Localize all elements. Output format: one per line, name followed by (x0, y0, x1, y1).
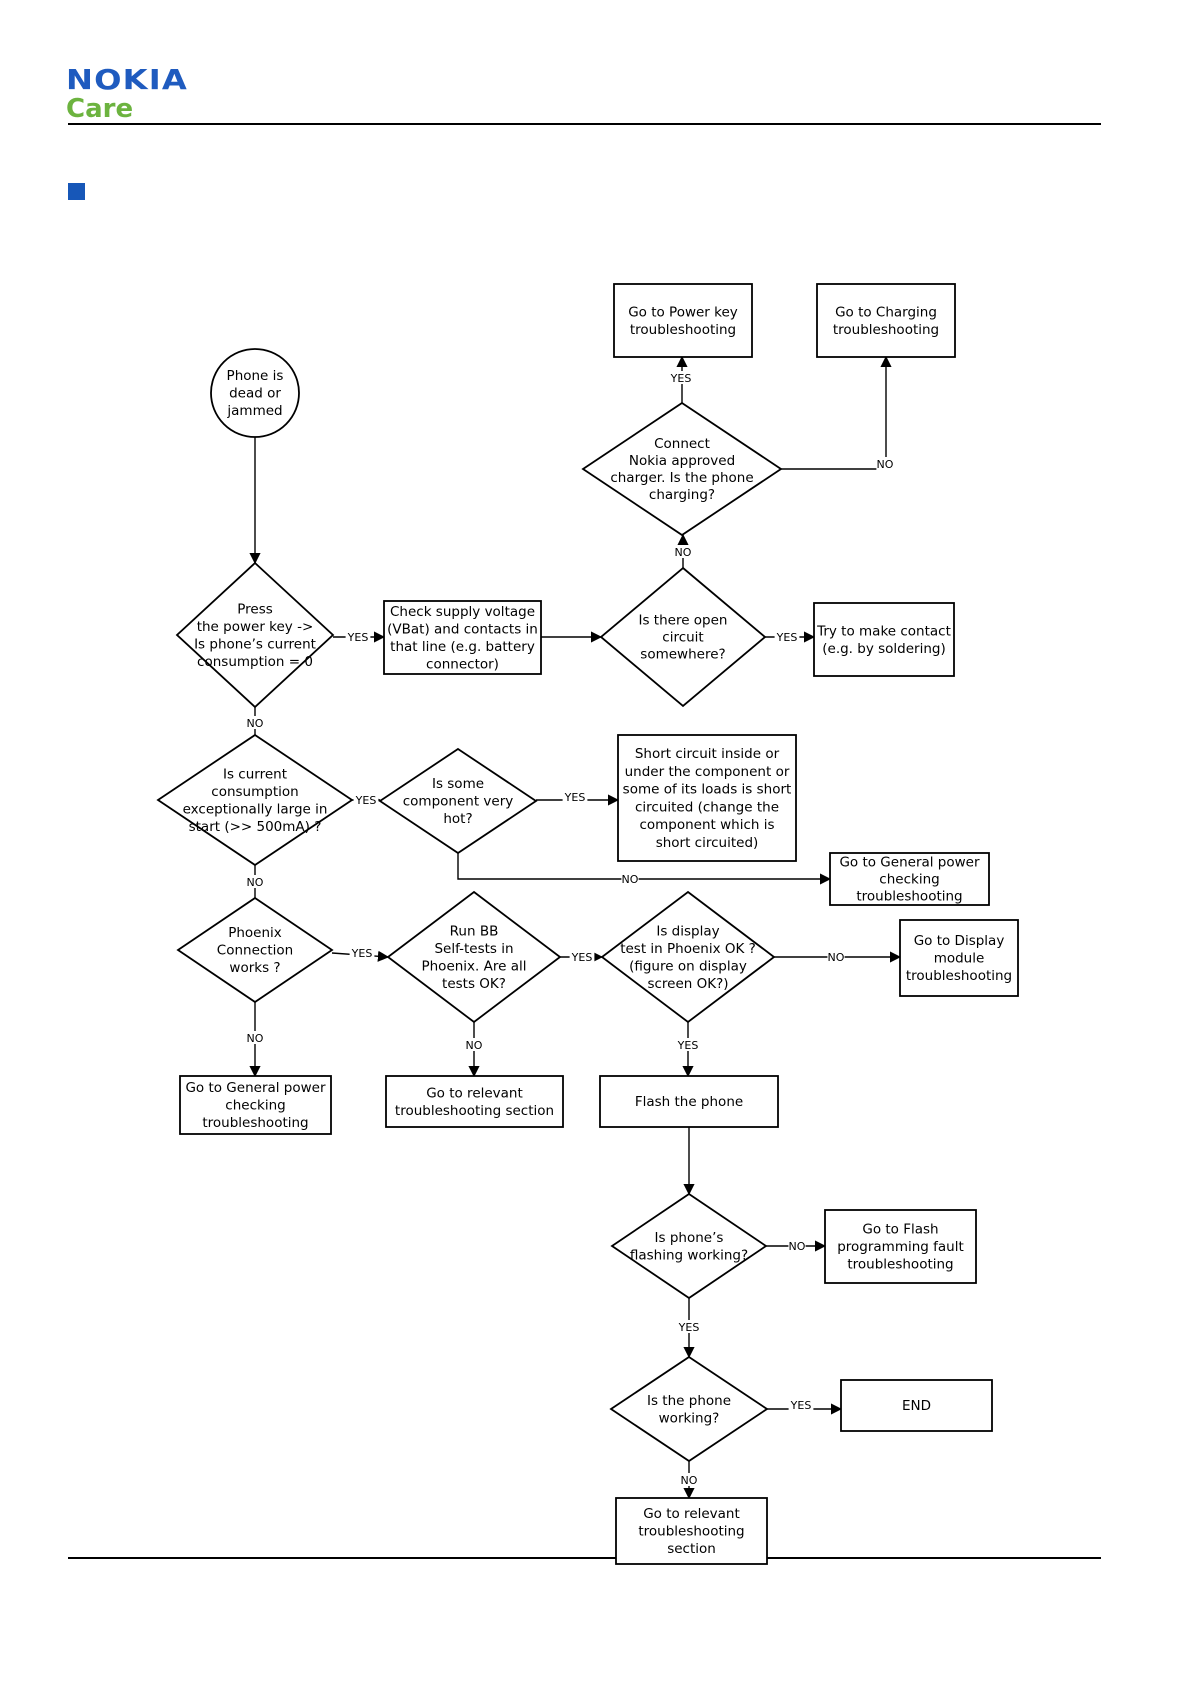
footer-rule (68, 1557, 1101, 1559)
svg-text:YES: YES (670, 372, 692, 385)
check-supply-box: Check supply voltage(VBat) and contacts … (383, 600, 542, 675)
svg-text:YES: YES (351, 947, 373, 960)
svg-text:YES: YES (355, 794, 377, 807)
flash-label: Flash the phone (635, 1094, 743, 1110)
svg-text:YES: YES (790, 1399, 812, 1412)
no-label-power-key: NO (246, 716, 264, 730)
svg-text:NO: NO (877, 458, 894, 471)
yes-label-power-key: YES (345, 630, 371, 644)
svg-text:NO: NO (247, 1032, 264, 1045)
end-box: END (840, 1379, 993, 1432)
make-contact-label: Try to make contact(e.g. by soldering) (816, 623, 951, 657)
make-contact-box: Try to make contact(e.g. by soldering) (813, 602, 955, 677)
no-label-large-current: NO (246, 875, 264, 889)
yes-label-hot: YES (562, 790, 588, 804)
svg-text:YES: YES (564, 791, 586, 804)
svg-text:YES: YES (677, 1039, 699, 1052)
svg-text:NO: NO (828, 951, 845, 964)
svg-text:YES: YES (776, 631, 798, 644)
yes-label-selftests: YES (569, 950, 595, 964)
yes-label-phone-working: YES (788, 1398, 814, 1412)
svg-text:NO: NO (247, 717, 264, 730)
svg-text:YES: YES (347, 631, 369, 644)
svg-text:NO: NO (675, 546, 692, 559)
svg-text:NO: NO (622, 873, 639, 886)
no-label-flashing-working: NO (788, 1239, 806, 1253)
section-marker (68, 183, 85, 200)
svg-text:NO: NO (789, 1240, 806, 1253)
charger-no-edge (781, 355, 892, 470)
yes-label-display-test: YES (675, 1038, 701, 1052)
yes-label-large-current: YES (353, 793, 379, 807)
nokia-care-logo: NOKIA Care (66, 66, 187, 125)
no-label-phoenix: NO (246, 1031, 264, 1045)
yes-label-phoenix: YES (349, 946, 375, 960)
svg-text:NO: NO (466, 1039, 483, 1052)
no-label-open-circuit: NO (674, 545, 692, 559)
no-label-phone-working: NO (680, 1473, 698, 1487)
end-label: END (902, 1398, 931, 1414)
svg-text:NO: NO (681, 1474, 698, 1487)
no-label-hot: NO (621, 872, 639, 886)
svg-text:YES: YES (678, 1321, 700, 1334)
no-label-display-test: NO (827, 950, 845, 964)
flash-box: Flash the phone (599, 1075, 779, 1128)
svg-text:NO: NO (247, 876, 264, 889)
yes-label-flashing-working: YES (676, 1320, 702, 1334)
yes-label-open-circuit: YES (774, 630, 800, 644)
check-supply-label: Check supply voltage(VBat) and contacts … (387, 604, 538, 673)
no-label-charger: NO (876, 457, 894, 471)
care-wordmark: Care (66, 94, 134, 124)
hot-no-edge (457, 853, 832, 885)
yes-label-charger: YES (668, 371, 694, 385)
svg-text:YES: YES (571, 951, 593, 964)
no-label-selftests: NO (465, 1038, 483, 1052)
header-rule (68, 123, 1101, 125)
nokia-wordmark: NOKIA (66, 63, 188, 96)
